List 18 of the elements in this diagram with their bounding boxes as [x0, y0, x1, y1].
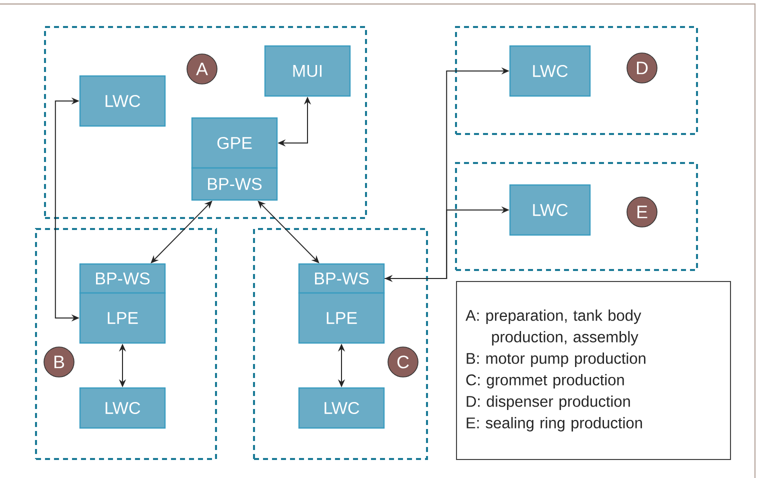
- process-box: BP-WS: [79, 263, 166, 294]
- process-box: LWC: [298, 387, 385, 429]
- letter-badge: E: [626, 196, 658, 228]
- process-box: LWC: [509, 184, 591, 236]
- process-box: LWC: [79, 387, 166, 429]
- process-box: GPE: [191, 117, 278, 169]
- letter-badge: A: [186, 54, 218, 84]
- process-box: LWC: [509, 45, 591, 97]
- process-box: BP-WS: [298, 263, 385, 294]
- legend-box: A: preparation, tank body production, assembly B: motor pump production C: grommet production D: dispenser production E: sealing ring production: [456, 281, 731, 460]
- process-box: BP-WS: [191, 167, 278, 201]
- process-box: MUI: [264, 45, 351, 97]
- letter-badge: B: [44, 346, 74, 378]
- letter-badge: C: [388, 346, 418, 378]
- letter-badge: D: [626, 52, 658, 84]
- process-box: LWC: [79, 75, 166, 127]
- process-box: LPE: [298, 292, 385, 344]
- process-box: LPE: [79, 292, 166, 344]
